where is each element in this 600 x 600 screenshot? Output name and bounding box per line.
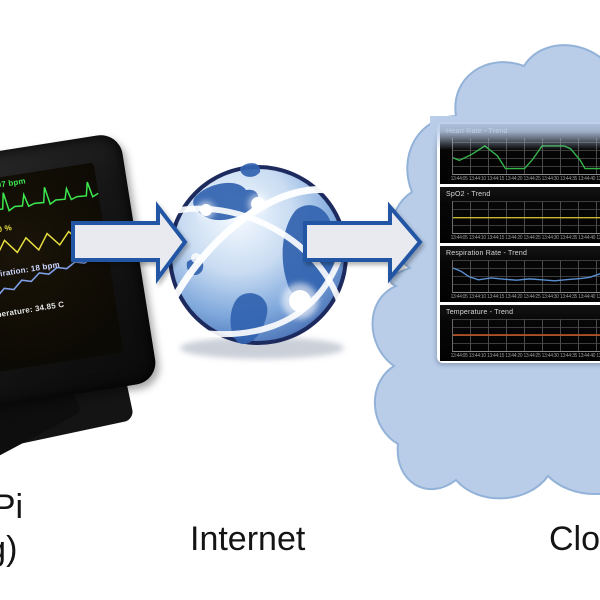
x-tick-label: 13:44:35 <box>559 176 577 182</box>
globe-network-nodes <box>191 194 318 319</box>
x-tick-label: 13:44:40 <box>578 294 596 300</box>
device-caption: RaspberryPi (monitoring) <box>0 486 23 570</box>
x-tick-label: 13:44:45 <box>596 294 600 300</box>
x-tick-label: 13:44:40 <box>578 176 596 182</box>
chart-plot-area <box>452 319 600 352</box>
x-tick-label: 13:44:25 <box>523 235 541 241</box>
internet-caption: Internet <box>190 520 306 558</box>
x-tick-label: 13:44:20 <box>505 176 523 182</box>
chart-title: Respiration Rate - Trend <box>446 250 528 257</box>
x-tick-label: 13:44:40 <box>578 353 596 359</box>
globe-network-arcs <box>164 186 356 338</box>
x-tick-label: 13:44:05 <box>450 294 468 300</box>
x-tick-label: 13:44:15 <box>487 353 505 359</box>
chart-plot-area <box>452 201 600 234</box>
chart-plot-area <box>452 138 600 175</box>
heart-rate-trend-line <box>453 146 600 169</box>
x-tick-label: 13:44:30 <box>541 353 559 359</box>
cloud-caption: Cloud <box>549 520 600 558</box>
x-tick-label: 13:44:40 <box>578 235 596 241</box>
x-tick-label: 13:44:25 <box>523 353 541 359</box>
x-tick-label: 13:44:45 <box>596 176 600 182</box>
respiration-trend-line <box>453 268 600 281</box>
x-tick-label: 13:44:10 <box>468 176 486 182</box>
x-tick-label: 13:44:30 <box>541 235 559 241</box>
x-tick-label: 13:44:05 <box>450 353 468 359</box>
heart-rate-row: Heart Rate:97 bpm <box>0 162 100 230</box>
x-tick-label: 13:44:20 <box>505 235 523 241</box>
x-tick-label: 13:44:45 <box>596 235 600 241</box>
ecg-trace-line <box>0 178 99 220</box>
x-tick-label: 13:44:25 <box>523 176 541 182</box>
chart-title: SpO2 - Trend <box>446 191 491 198</box>
flow-arrow-device-to-internet <box>71 201 188 284</box>
x-tick-label: 13:44:20 <box>505 353 523 359</box>
device-caption-line2: (monitoring) <box>0 530 18 568</box>
x-tick-label: 13:44:10 <box>468 353 486 359</box>
x-tick-label: 13:44:35 <box>559 353 577 359</box>
x-tick-label: 13:44:05 <box>450 235 468 241</box>
x-tick-label: 13:44:30 <box>541 176 559 182</box>
x-tick-label: 13:44:15 <box>487 294 505 300</box>
respiration-row: Respiration: 18 bpm <box>0 245 114 313</box>
x-tick-label: 13:44:35 <box>559 294 577 300</box>
device-caption-line1: RaspberryPi <box>0 488 24 526</box>
globe-shadow <box>180 337 344 359</box>
x-tick-label: 13:44:15 <box>487 235 505 241</box>
respiration-waveform <box>0 245 114 313</box>
x-tick-label: 13:44:25 <box>523 294 541 300</box>
respiration-trace-line <box>0 254 113 311</box>
x-tick-label: 13:44:10 <box>468 294 486 300</box>
x-tick-label: 13:44:15 <box>487 176 505 182</box>
ecg-waveform <box>0 174 100 230</box>
chart-title: Heart Rate - Trend <box>446 128 508 135</box>
x-tick-label: 13:44:10 <box>468 235 486 241</box>
chart-plot-area <box>452 260 600 293</box>
x-tick-label: 13:44:30 <box>541 294 559 300</box>
x-tick-label: 13:44:35 <box>559 235 577 241</box>
flow-arrow-internet-to-cloud <box>303 201 423 284</box>
chart-title: Temperature - Trend <box>446 309 514 316</box>
x-tick-label: 13:44:20 <box>505 294 523 300</box>
x-tick-label: 13:44:05 <box>450 176 468 182</box>
x-tick-label: 13:44:45 <box>596 353 600 359</box>
